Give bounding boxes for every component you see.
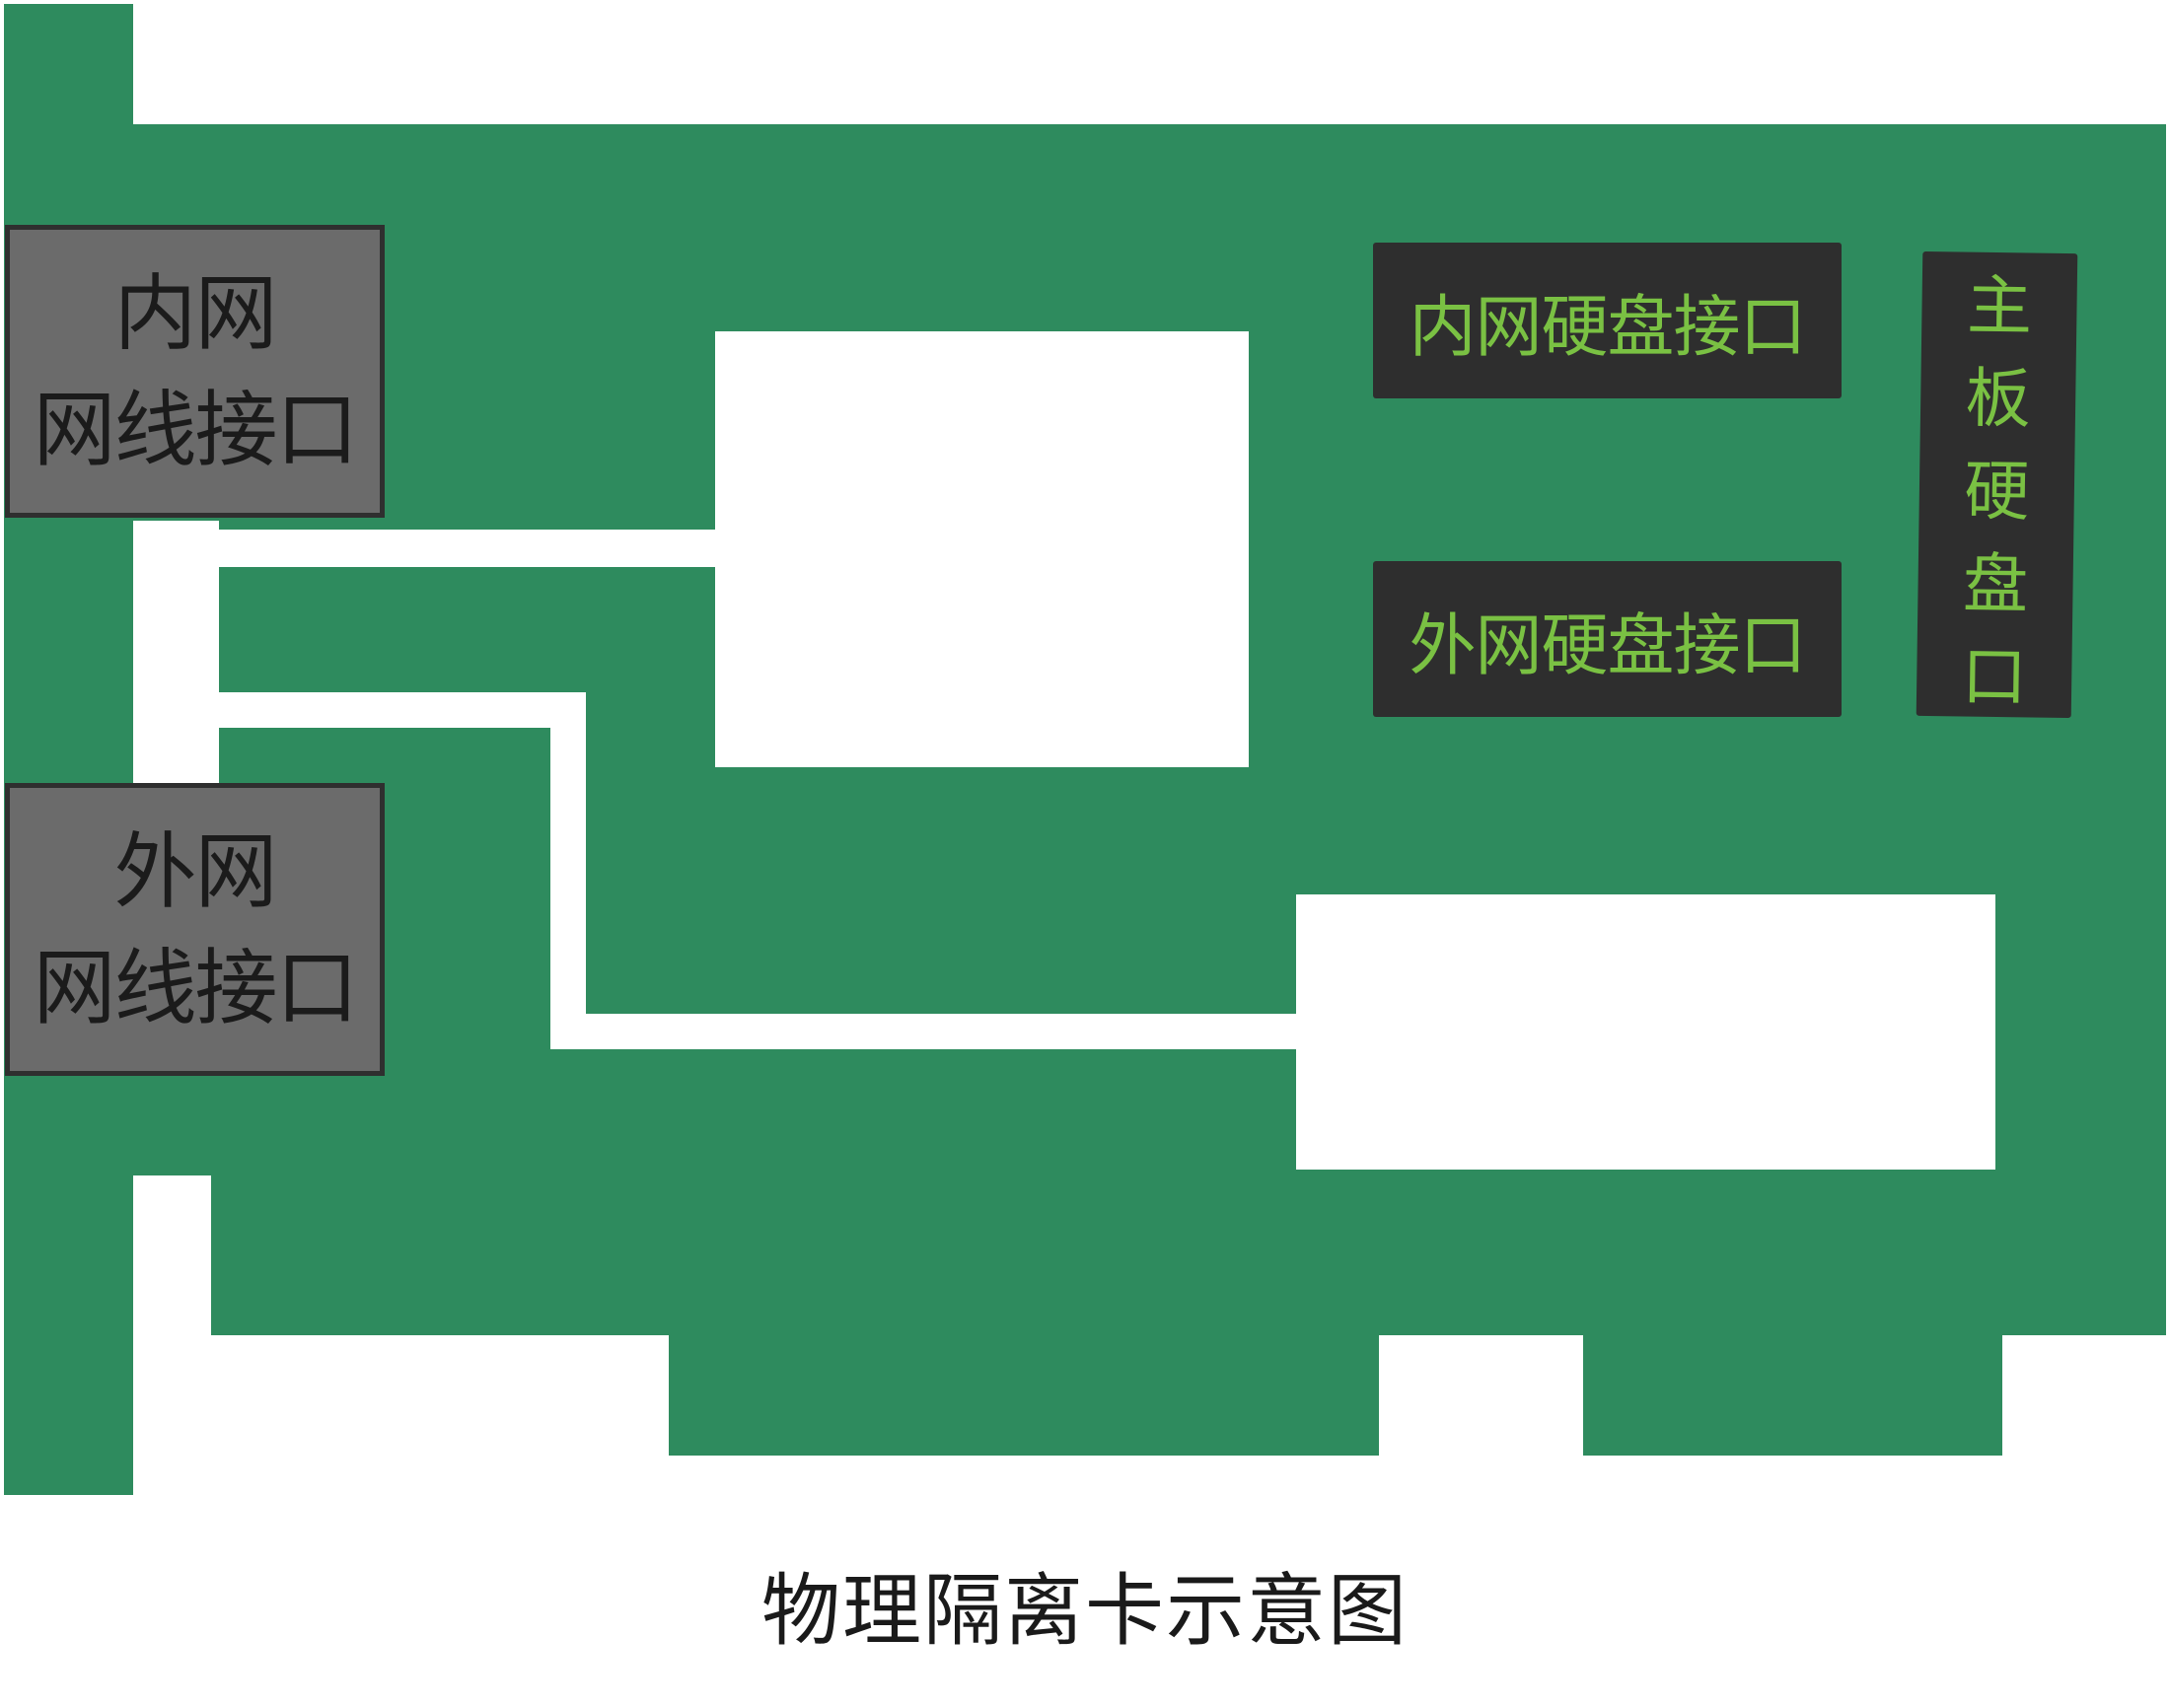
bracket-gap [133, 521, 219, 798]
chip-cutout-lower [1296, 894, 1995, 1170]
outer-network-cable-port: 外网 网线接口 [5, 783, 385, 1076]
inner-hdd-port: 内网硬盘接口 [1373, 243, 1842, 398]
motherboard-hdd-port: 主 板 硬 盘 口 [1916, 250, 2078, 719]
chip-cutout-upper [715, 331, 1249, 767]
mb-char: 盘 [1962, 545, 2029, 623]
outer-hdd-port-label: 外网硬盘接口 [1409, 606, 1806, 685]
outer-port-label-line2: 网线接口 [33, 939, 358, 1036]
mb-char: 板 [1965, 360, 2032, 438]
inner-hdd-port-label: 内网硬盘接口 [1409, 288, 1806, 367]
motherboard-hdd-port-label: 主 板 硬 盘 口 [1917, 251, 2078, 718]
mb-char: 口 [1961, 638, 2028, 716]
inner-port-label-line1: 内网 [113, 264, 277, 362]
inner-port-label-line2: 网线接口 [33, 381, 358, 478]
outer-port-label-line1: 外网 [113, 822, 277, 920]
trace-gap-upper [215, 530, 715, 567]
inner-network-cable-port: 内网 网线接口 [5, 225, 385, 518]
outer-hdd-port: 外网硬盘接口 [1373, 561, 1842, 717]
mb-char: 主 [1966, 267, 2033, 345]
mb-char: 硬 [1963, 453, 2030, 531]
diagram-caption: 物理隔离卡示意图 [761, 1565, 1409, 1657]
